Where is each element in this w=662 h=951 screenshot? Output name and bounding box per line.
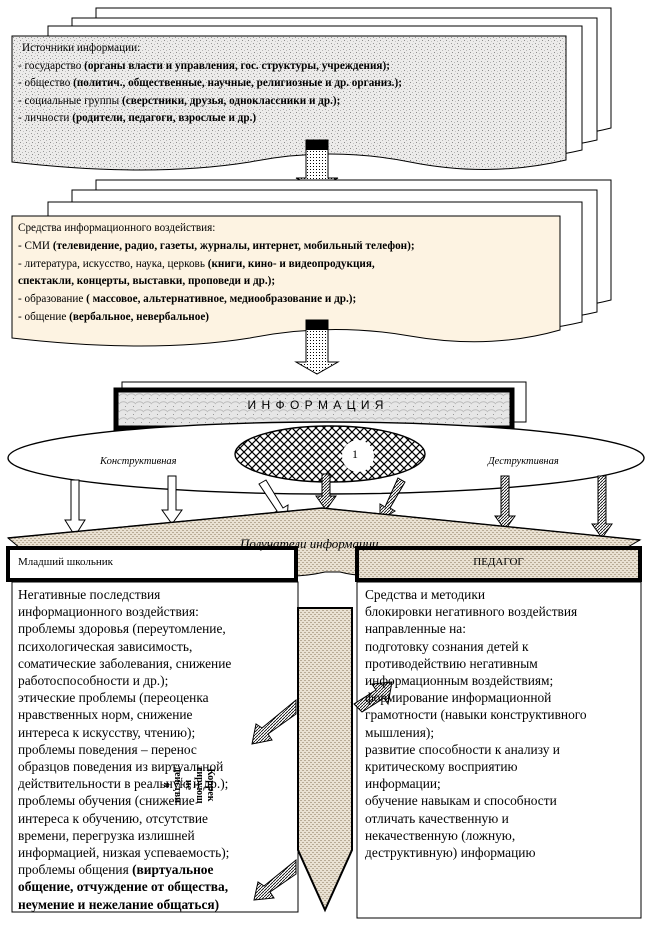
student-line: проблемы общения (виртуальное (18, 862, 214, 878)
student-line: информационного воздействия: (18, 604, 199, 620)
student-line: психологическая зависимость, (18, 638, 193, 654)
correction-line: тирующ (194, 766, 205, 804)
teacher-line: формирование информационной (365, 690, 552, 706)
information-label: И Н Ф О Р М А Ц И Я (247, 398, 385, 412)
correction-column (297, 607, 353, 913)
student-line: образцов поведения из виртуальной (18, 759, 224, 775)
teacher-line: Средства и методики (365, 587, 486, 602)
sources-stack (11, 7, 612, 171)
teacher-line: деструктивную) информацию (365, 845, 536, 861)
student-line: этические проблемы (переоценка (18, 690, 209, 706)
means-line: - образование ( массовое, альтернативное… (18, 293, 357, 306)
student-line: Негативные последствия (18, 587, 161, 602)
student-header: Младший школьник (18, 556, 113, 568)
teacher-line: мышления); (365, 724, 435, 740)
student-line: действительности в реальную и др.); (18, 776, 229, 792)
teacher-content-box (356, 581, 642, 919)
student-line: проблемы поведения – перенос (18, 741, 197, 757)
student-line: нравственных норм, снижение (18, 707, 193, 723)
student-line: работоспособности и др.); (18, 673, 169, 689)
sources-line: - государство (органы власти и управлени… (18, 59, 390, 72)
teacher-text: Средства и методики блокировки негативно… (365, 586, 587, 861)
means-line: - общение (вербальное, невербальное) (18, 310, 210, 323)
means-line: - СМИ (телевидение, радио, газеты, журна… (18, 239, 415, 252)
student-content-box (11, 581, 299, 913)
correction-line: ие (183, 779, 194, 791)
means-title: Средства информационного воздействия: (18, 222, 216, 234)
recipient-arrows (64, 473, 613, 539)
student-line: проблемы обучения (снижение (18, 793, 195, 809)
sources-text: Источники информации: - государство (орг… (18, 40, 402, 128)
student-line: информацией, низкая успеваемость); (18, 845, 230, 861)
student-line: интереса к искусству, чтению); (18, 724, 196, 740)
teacher-line: грамотности (навыки конструктивного (365, 707, 587, 723)
teacher-line: некачественную (ложную, (365, 827, 516, 843)
teacher-header: ПЕДАГОГ (473, 556, 524, 568)
student-line: общение, отчуждение от общества, (18, 879, 229, 895)
sources-line: - личности (родители, педагоги, взрослые… (18, 112, 257, 124)
student-line: проблемы здоровья (переутомление, (18, 621, 226, 637)
constructive-label: Конструктивная (100, 456, 177, 467)
student-line: времени, перегрузка излишней (18, 827, 195, 843)
correction-line: Коррек (205, 768, 216, 802)
means-line: - литература, искусство, наука, церковь … (18, 257, 375, 270)
student-text: Негативные последствия информационного в… (18, 586, 231, 913)
sources-title: Источники информации: (22, 42, 141, 54)
sources-line: - социальные группы (сверстники, друзья,… (18, 94, 341, 107)
teacher-header-box (355, 546, 642, 582)
oval-number: 1 (352, 447, 358, 461)
teacher-line: обучение навыкам и способности (365, 793, 557, 809)
teacher-line: информации; (365, 776, 441, 792)
teacher-line: противодействию негативным (365, 655, 538, 671)
sources-line: - общество (политич., общественные, науч… (18, 77, 402, 89)
destructive-label: Деструктивная (488, 456, 559, 467)
means-text: Средства информационного воздействия: - … (18, 220, 415, 327)
means-stack (11, 179, 612, 347)
correction-label: Коррек тирующ ие действи я (161, 730, 216, 840)
teacher-line: блокировки негативного воздействия (365, 604, 578, 620)
correction-line: я (161, 782, 172, 788)
teacher-line: информационным воздействиям; (365, 673, 554, 689)
teacher-line: направленные на: (365, 621, 466, 637)
teacher-line: подготовку сознания детей к (365, 638, 529, 654)
teacher-line: отличать качественную и (365, 810, 509, 826)
teacher-line: развитие способности к анализу и (365, 741, 560, 757)
correction-line: действи (172, 767, 183, 803)
student-line: соматические заболевания, снижение (18, 655, 232, 671)
arrow-means-to-information (294, 319, 340, 375)
recipients-label: Получатели информации (240, 536, 379, 551)
student-line: неумение и нежелание общаться) (18, 896, 220, 912)
student-header-box (6, 546, 298, 582)
means-line: спектакли, концерты, выставки, проповеди… (18, 275, 276, 288)
correction-arrows (251, 681, 393, 901)
teacher-line: критическому восприятию (365, 759, 518, 775)
student-line: интереса к обучению, отсутствие (18, 810, 208, 826)
